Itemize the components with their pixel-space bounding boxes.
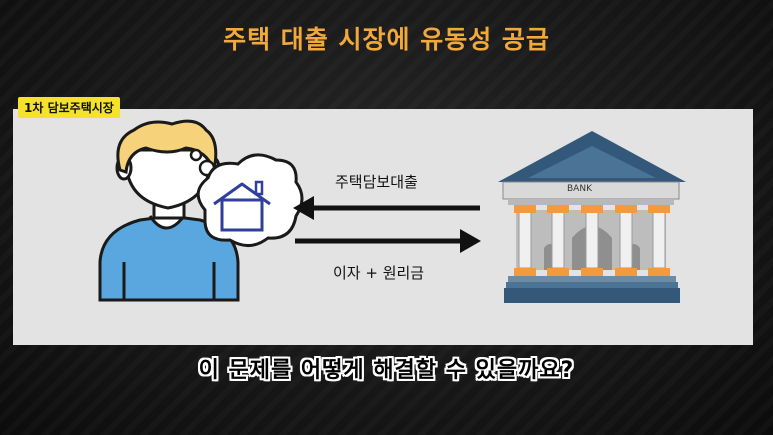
house-icon bbox=[213, 180, 271, 232]
bank-sign-label: BANK bbox=[567, 184, 592, 194]
arrow-top-label: 주택담보대출 bbox=[335, 173, 418, 191]
arrow-bottom-label: 이자 + 원리금 bbox=[333, 264, 425, 282]
bank-icon bbox=[498, 131, 686, 303]
arrow-right bbox=[295, 229, 481, 253]
arrow-left bbox=[293, 196, 480, 220]
question-caption: 이 문제를 어떻게 해결할 수 있을까요? bbox=[198, 358, 575, 383]
market-tag: 1차 담보주택시장 bbox=[18, 97, 120, 118]
page-title: 주택 대출 시장에 유동성 공급 bbox=[223, 25, 550, 54]
